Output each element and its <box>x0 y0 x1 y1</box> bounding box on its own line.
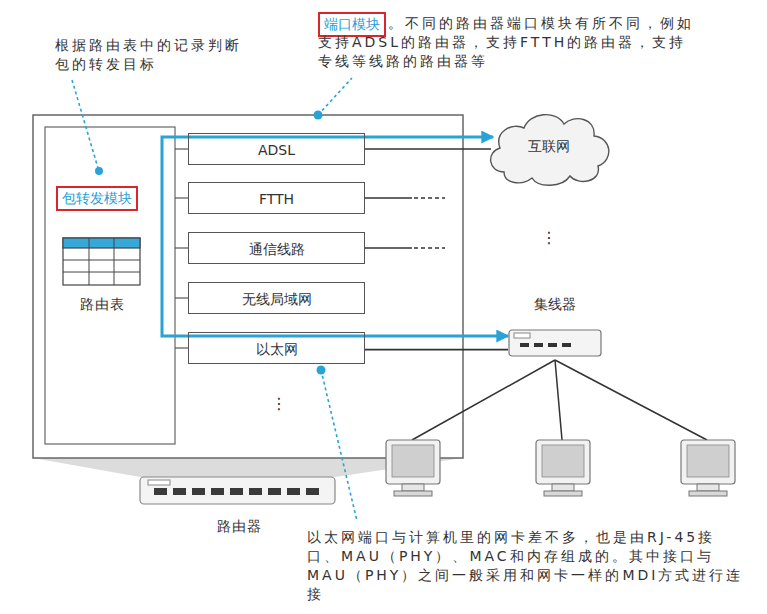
node-text: ADSL <box>258 142 295 158</box>
lan-wires <box>412 360 707 440</box>
ellipsis-mark: ⋮ <box>541 230 555 246</box>
node-text: 集线器 <box>534 296 576 314</box>
table-caption: 路由表 <box>62 295 142 314</box>
node-text: 包转发模块 <box>62 190 132 206</box>
node-text: 通信线路 <box>249 241 305 257</box>
hub-icon <box>508 326 602 360</box>
node-text: 互联网 <box>528 138 570 156</box>
port-module: 以太网 <box>188 332 365 364</box>
port-module: ADSL <box>188 133 365 165</box>
node-text: 以太网 <box>256 341 298 357</box>
callout-title-box: 端口模块 <box>318 12 386 37</box>
line-wire <box>365 148 491 150</box>
callout-text: 。不同的路由器端口模块有所不同，例如支持ADSL的路由器，支持FTTH的路由器，… <box>318 14 696 71</box>
panel-stubs <box>175 149 188 348</box>
line-wire <box>365 349 508 351</box>
node-text: 端口模块 <box>324 16 380 32</box>
node-text: FTTH <box>259 191 294 207</box>
port-module: 无线局域网 <box>188 282 365 314</box>
node-text: 无线局域网 <box>242 291 312 307</box>
port-module: 通信线路 <box>188 232 365 264</box>
routing-table-icon <box>63 238 140 285</box>
hub-device: 集线器 <box>508 326 602 360</box>
port-module: FTTH <box>188 182 365 214</box>
ellipsis-mark: ⋮ <box>271 396 285 412</box>
module-title-box: 包转发模块 <box>56 186 138 211</box>
internet-cloud: 互联网 <box>482 106 616 188</box>
note-text: 根据路由表中的记录判断包的转发目标 <box>55 36 250 74</box>
open-wires <box>365 198 445 248</box>
note-text: 以太网端口与计算机里的网卡差不多，也是由RJ-45接口、MAU（PHY）、MAC… <box>307 528 749 604</box>
packet-flow-arrow <box>162 137 508 336</box>
forwarding-panel <box>45 127 175 444</box>
router-icon <box>140 477 335 504</box>
computer-icons <box>386 440 735 496</box>
device-caption: 路由器 <box>207 517 271 536</box>
